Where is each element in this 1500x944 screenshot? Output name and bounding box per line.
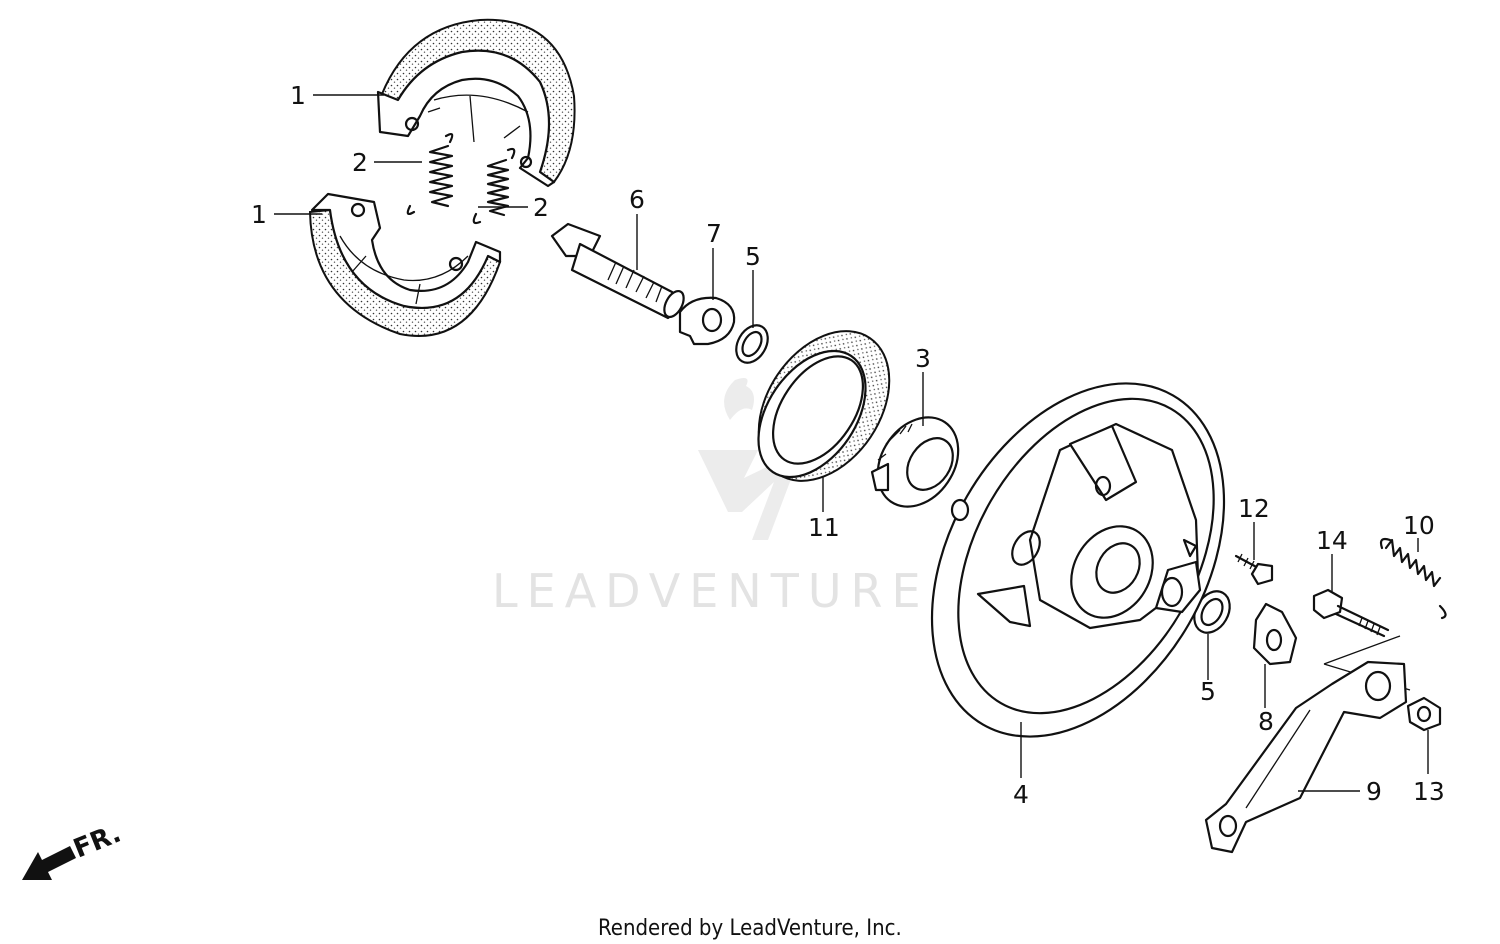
callout-5-lower-o-ring: 5	[1200, 677, 1216, 706]
callout-9-brake-arm: 9	[1366, 777, 1382, 806]
leader-lines	[274, 94, 1429, 792]
watermark-text: LEADVENTURE	[492, 564, 930, 618]
callout-6-cam-shaft: 6	[629, 185, 645, 214]
callout-labels: 1 2 1 2 6 7 5 3 11 12 10 14 5 8 4 9 13	[251, 81, 1445, 809]
callout-3-gear: 3	[915, 344, 931, 373]
callout-1-lower-shoe: 1	[251, 200, 267, 229]
front-label: FR.	[69, 819, 125, 865]
tab-washer	[678, 296, 736, 346]
callout-2-left-spring: 2	[352, 148, 368, 177]
front-direction-indicator: FR.	[22, 819, 125, 880]
brake-arm	[1204, 635, 1411, 854]
o-ring-lower	[1193, 590, 1231, 634]
callout-8-indicator-plate: 8	[1258, 707, 1274, 736]
screw	[1234, 553, 1274, 586]
front-arrow-icon	[22, 846, 76, 880]
callout-13-nut: 13	[1413, 777, 1445, 806]
footer-credit: Rendered by LeadVenture, Inc.	[598, 916, 902, 941]
shoe-spring-left	[406, 132, 454, 216]
callout-5-upper-o-ring: 5	[745, 242, 761, 271]
brake-panel	[930, 382, 1226, 738]
callout-7-tab-washer: 7	[706, 219, 722, 248]
return-spring	[1379, 537, 1447, 620]
bolt	[1312, 588, 1390, 638]
oil-seal	[757, 330, 891, 482]
o-ring-upper	[735, 324, 769, 364]
callout-14-bolt: 14	[1316, 526, 1348, 555]
indicator-gear	[870, 416, 960, 508]
callout-4-brake-panel: 4	[1013, 780, 1029, 809]
brake-cam-shaft	[550, 222, 685, 320]
callout-12-screw: 12	[1238, 494, 1270, 523]
callout-2-right-spring: 2	[533, 193, 549, 222]
callout-11-oil-seal: 11	[808, 513, 840, 542]
brake-shoe-lower	[308, 192, 502, 337]
shoe-spring-right	[472, 147, 516, 225]
callout-10-return-spring: 10	[1403, 511, 1435, 540]
brake-shoe-upper	[376, 18, 576, 188]
indicator-plate	[1252, 602, 1298, 666]
nut	[1406, 696, 1442, 732]
callout-1-upper-shoe: 1	[290, 81, 306, 110]
